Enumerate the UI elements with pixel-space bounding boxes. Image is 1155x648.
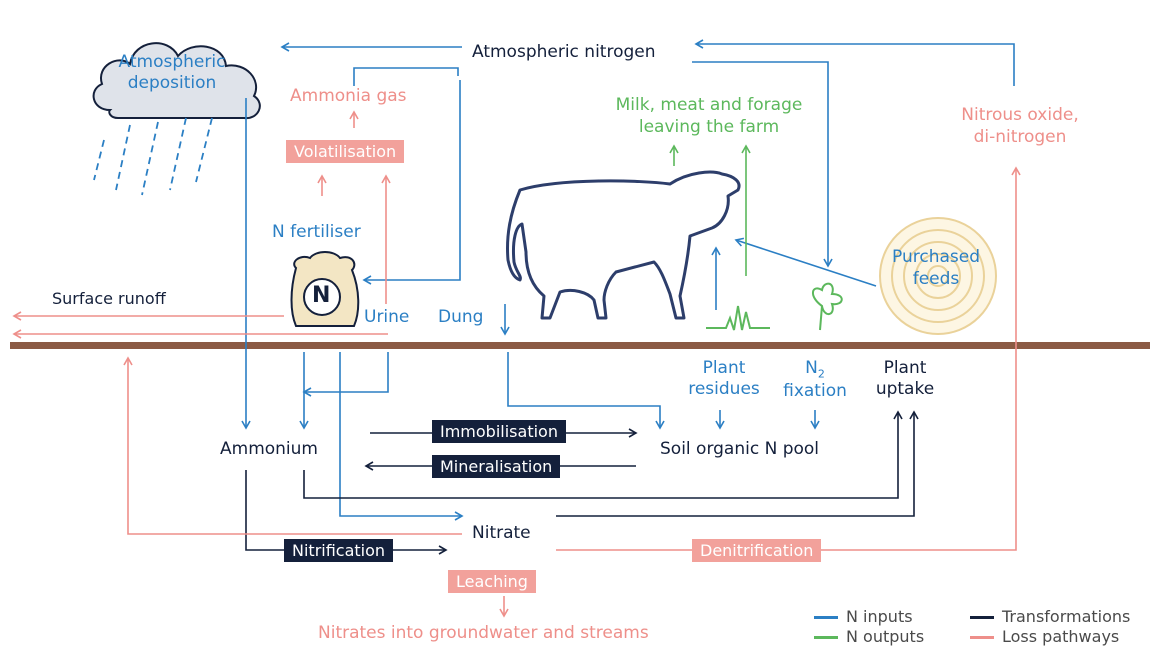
nitrification-label: Nitrification <box>284 539 393 562</box>
nitrate-label: Nitrate <box>472 523 531 543</box>
plant-residues-label: Plant residues <box>676 358 772 401</box>
rain-icon <box>94 118 212 195</box>
purchased-feeds-label: Purchased feeds <box>878 246 994 290</box>
dung-label: Dung <box>438 307 483 327</box>
n2-fixation-suffix: fixation <box>783 381 847 401</box>
nitrous-oxide-label: Nitrous oxide, di-nitrogen <box>950 104 1090 148</box>
arrow-atm-to-clover <box>692 62 828 266</box>
legend-swatch-n-inputs <box>814 616 838 619</box>
legend-loss-pathways: Loss pathways <box>1002 627 1119 646</box>
plant-uptake-label: Plant uptake <box>860 358 950 401</box>
arrow-dung-to-soil <box>508 352 660 428</box>
soil-organic-n-pool-label: Soil organic N pool <box>660 439 819 459</box>
line-ammonia-to-atm <box>354 68 458 86</box>
arrow-atm-to-fertiliser <box>364 80 460 280</box>
arrow-feeds-to-cow <box>736 240 876 286</box>
fertiliser-bag-letter: N <box>312 283 330 309</box>
immobilisation-label: Immobilisation <box>432 420 566 443</box>
milk-meat-forage-label: Milk, meat and forage leaving the farm <box>600 94 818 138</box>
mineralisation-label: Mineralisation <box>432 455 560 478</box>
legend-swatch-loss-pathways <box>970 636 994 639</box>
volatilisation-label: Volatilisation <box>286 140 404 163</box>
arrow-nitrous-to-atm <box>696 44 1014 86</box>
denitrification-label: Denitrification <box>692 539 821 562</box>
legend-swatch-transformations <box>970 616 994 619</box>
surface-runoff-label: Surface runoff <box>52 289 166 308</box>
leaching-label: Leaching <box>448 570 536 593</box>
urine-label: Urine <box>364 307 409 327</box>
cow-icon <box>508 172 740 318</box>
legend-n-outputs: N outputs <box>846 627 924 646</box>
n2-fixation-sub: 2 <box>818 367 825 380</box>
ammonium-label: Ammonium <box>220 439 318 459</box>
ammonia-gas-label: Ammonia gas <box>290 86 407 106</box>
legend-transformations: Transformations <box>1002 607 1130 626</box>
arrow-nitrate-to-uptake <box>556 412 914 516</box>
n2-fixation-prefix: N <box>805 358 818 378</box>
legend-n-inputs: N inputs <box>846 607 913 626</box>
clover-icon <box>813 284 842 330</box>
legend-swatch-n-outputs <box>814 636 838 639</box>
arrow-urine-to-ammonium <box>304 352 388 392</box>
atmospheric-deposition-label: Atmospheric deposition <box>112 52 232 95</box>
ground-line <box>10 342 1150 349</box>
n2-fixation-label: N2 fixation <box>774 358 856 402</box>
nitrates-groundwater-label: Nitrates into groundwater and streams <box>318 623 649 643</box>
n-fertiliser-label: N fertiliser <box>272 222 361 242</box>
atmospheric-nitrogen-label: Atmospheric nitrogen <box>472 42 656 62</box>
arrow-nitrification <box>246 470 446 550</box>
